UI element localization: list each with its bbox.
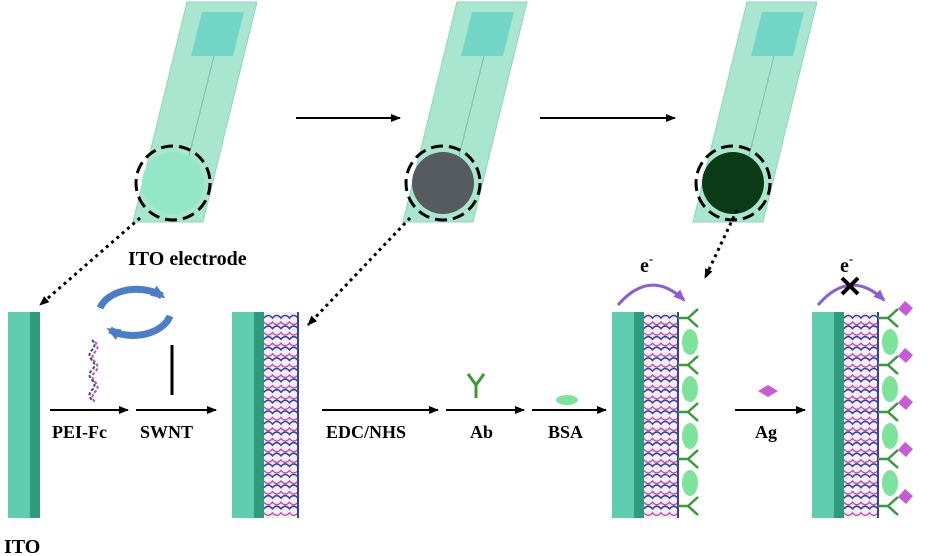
- pei-fc-label: PEI-Fc: [52, 422, 107, 442]
- ito-ab-bsa-electrode: [612, 308, 699, 518]
- zoom-arrow-3: [703, 209, 739, 279]
- bsa-label: BSA: [548, 422, 583, 442]
- electrode-strip-bare: [132, 1, 258, 223]
- antibody-mark: [678, 496, 699, 516]
- bsa-mark: [682, 423, 698, 449]
- electron-transfer-arrow: [616, 283, 686, 306]
- antibody-mark: [678, 449, 699, 469]
- edc-nhs-label: EDC/NHS: [326, 422, 406, 442]
- electrode-disk: [412, 152, 474, 214]
- electron-label-1: e-: [640, 251, 653, 277]
- swnt-label: SWNT: [140, 422, 193, 442]
- ito-label: ITO: [4, 536, 40, 556]
- antibody-mark: [678, 308, 699, 328]
- zoom-arrow-1: [39, 216, 141, 307]
- antibody-mark: [678, 355, 699, 375]
- bsa-mark: [882, 470, 898, 496]
- antibody-mark: [878, 449, 899, 469]
- bsa-mark: [682, 329, 698, 355]
- ito-slab-bare: [8, 312, 40, 518]
- cycle-arrows-icon: [96, 285, 174, 340]
- zoom-arrow-2: [306, 216, 412, 327]
- antibody-mark: [878, 496, 899, 516]
- electron-label-2: e-: [840, 251, 853, 277]
- ito-antigen-electrode: [812, 301, 913, 518]
- bsa-icon: [556, 395, 578, 405]
- ag-label: Ag: [755, 422, 777, 442]
- antigen-mark: [898, 301, 913, 316]
- antigen-icon: [758, 385, 778, 397]
- antibody-mark: [878, 355, 899, 375]
- antigen-mark: [898, 489, 913, 504]
- antibody-mark: [878, 308, 899, 328]
- antigen-mark: [898, 348, 913, 363]
- bsa-mark: [682, 470, 698, 496]
- electrode-strip-final: [692, 1, 818, 223]
- block-x-icon: [840, 276, 860, 296]
- antigen-mark: [898, 442, 913, 457]
- electrode-strip-swnt: [402, 1, 528, 223]
- bsa-mark: [882, 329, 898, 355]
- ito-swnt-electrode: [232, 312, 299, 518]
- antigen-mark: [898, 395, 913, 410]
- bsa-mark: [882, 423, 898, 449]
- ab-label: Ab: [470, 422, 493, 442]
- bsa-mark: [682, 376, 698, 402]
- ito-electrode-label: ITO electrode: [128, 248, 247, 270]
- electrode-disk: [142, 152, 204, 214]
- pei-fc-strand-icon: [88, 339, 96, 401]
- bsa-mark: [882, 376, 898, 402]
- antibody-mark: [678, 402, 699, 422]
- antibody-icon: [466, 373, 486, 398]
- electrode-disk: [702, 152, 764, 214]
- antibody-mark: [878, 402, 899, 422]
